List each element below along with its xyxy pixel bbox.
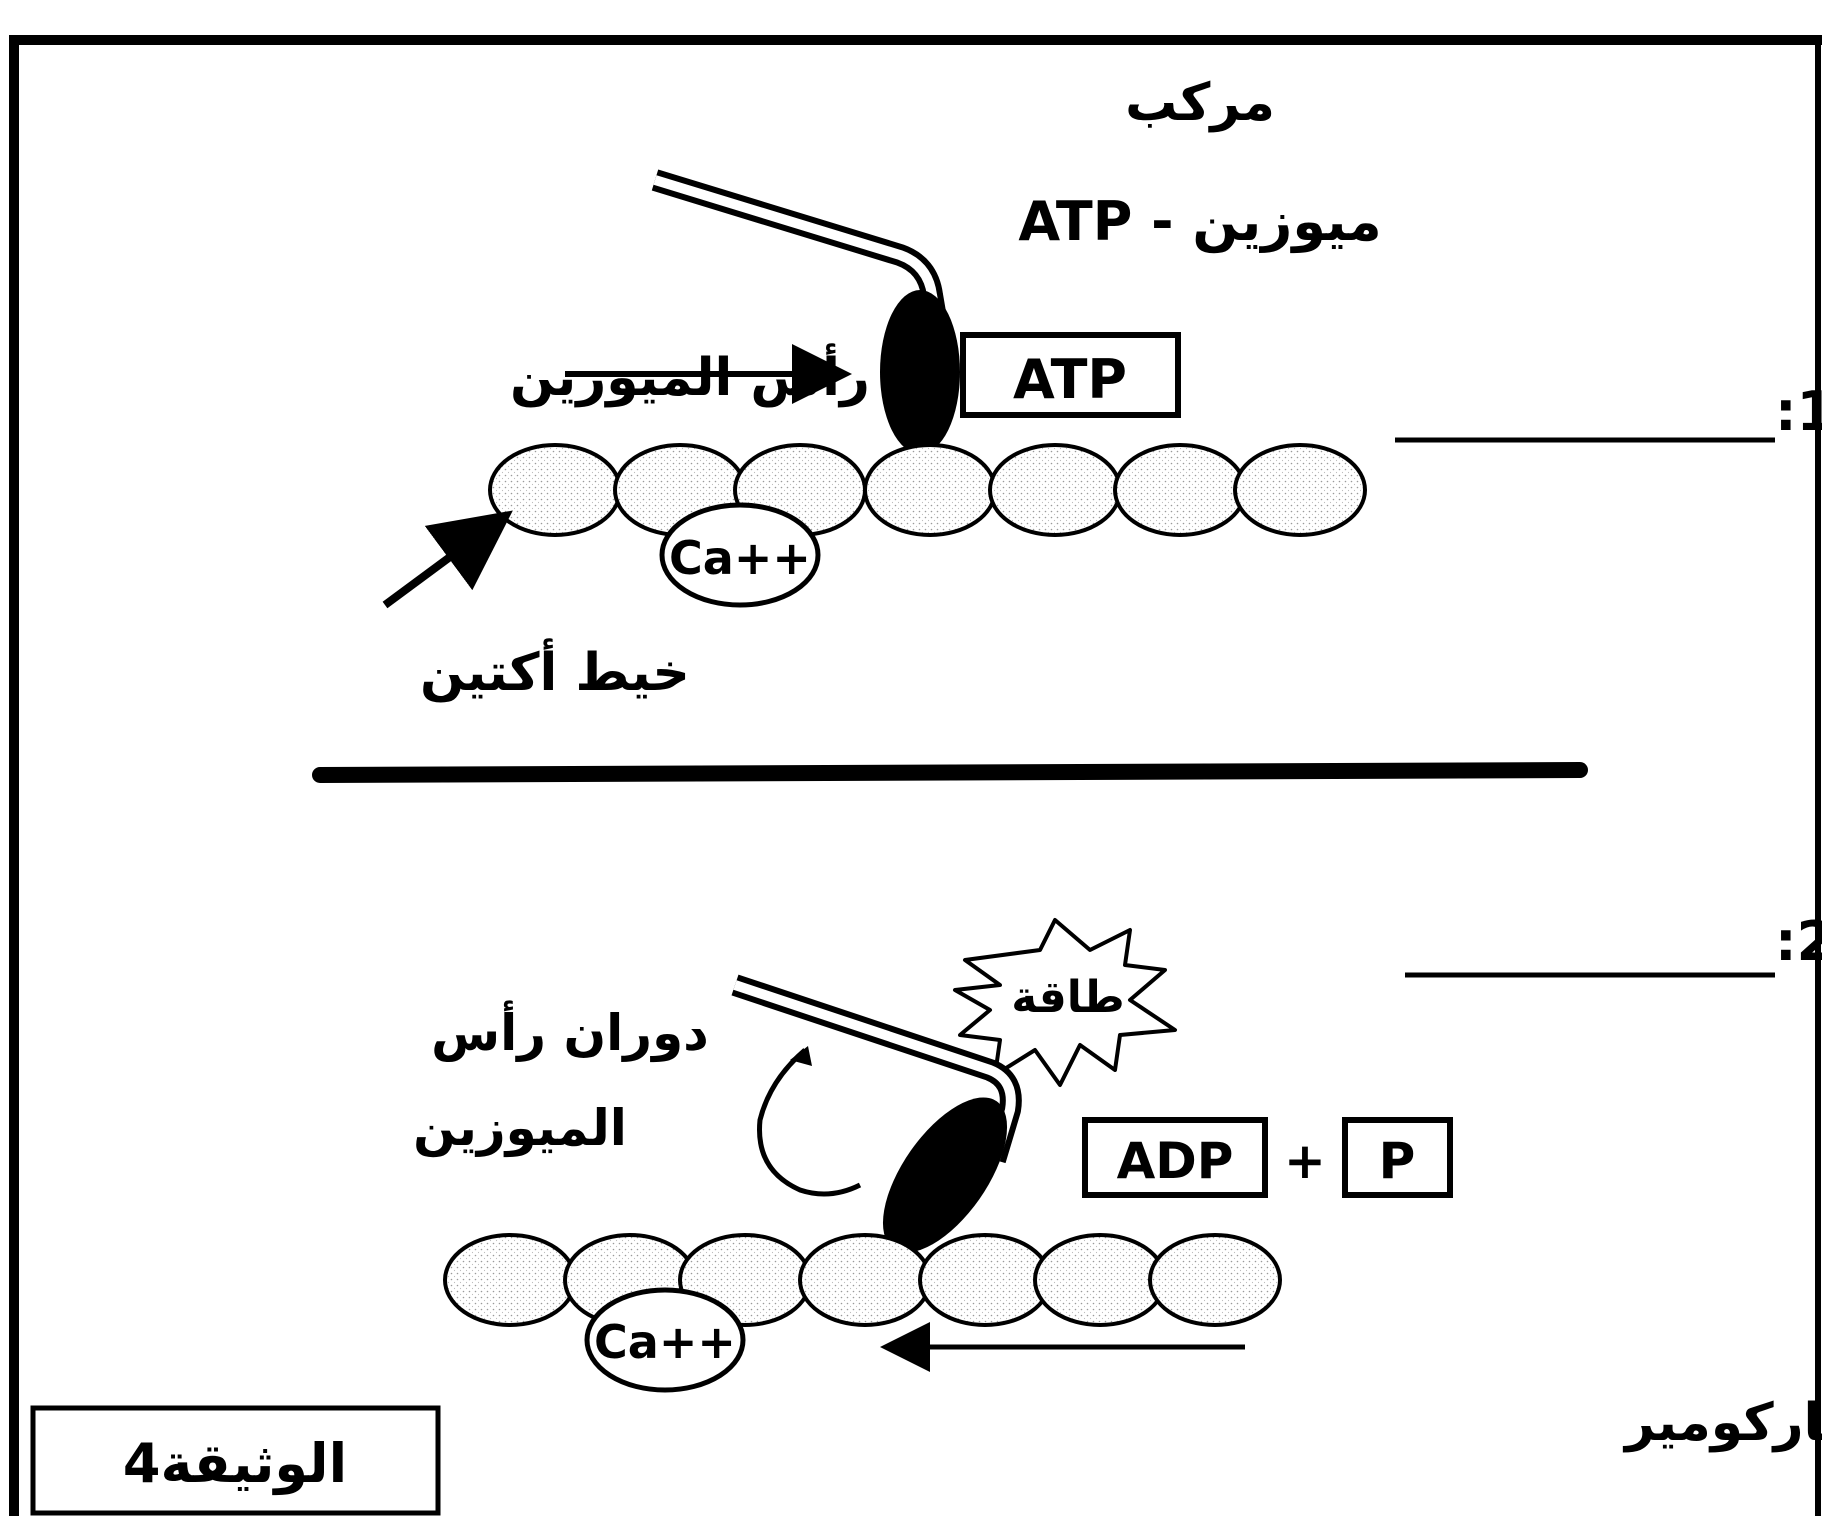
- p-box: [1342, 1117, 1453, 1198]
- document-frame: [9, 35, 1822, 1516]
- actin-label: خيط أكتين: [420, 638, 690, 703]
- atp-box: [960, 332, 1181, 418]
- plus-sign: +: [1284, 1132, 1326, 1190]
- calcium-ion-1: [659, 502, 821, 608]
- complex-label-line-2: ميوزين - ATP: [1018, 190, 1381, 253]
- energy-burst: [953, 918, 1177, 1087]
- actin-bead: [1233, 443, 1367, 537]
- document-label-box: [30, 1405, 441, 1516]
- complex-label-line-1: مركب: [1125, 73, 1275, 133]
- adp-box-label: ADP: [1117, 1132, 1234, 1190]
- actin-filament-1: [488, 443, 1367, 537]
- p-box-label: P: [1379, 1132, 1416, 1190]
- adp-box: [1082, 1117, 1268, 1198]
- actin-arrow: [382, 510, 513, 609]
- actin-bead: [918, 1233, 1052, 1327]
- calcium-ion-1-label: Ca++: [669, 531, 811, 585]
- rotation-label-line-2: الميوزين: [413, 1099, 627, 1158]
- actin-bead: [798, 1233, 932, 1327]
- movement-caption: تحرك الأكتين نحو مركز الساركومير: [1622, 1390, 1822, 1453]
- stage-divider: [312, 762, 1588, 783]
- stage-2: المرحلة 2: طاقة دوران رأس الميوزين ADP +…: [413, 910, 1822, 1453]
- rotation-arrow: [757, 1048, 862, 1197]
- document-label: الوثيقة4: [123, 1432, 347, 1495]
- actin-bead: [1148, 1233, 1282, 1327]
- rotation-arrowhead: [790, 1046, 812, 1066]
- energy-label: طاقة: [1011, 972, 1124, 1023]
- actin-bead: [1113, 443, 1247, 537]
- rotation-label-line-1: دوران رأس: [431, 1000, 709, 1063]
- stage-1-title: المرحلة 1:: [1775, 380, 1822, 443]
- myosin-tail-2-inner: [733, 980, 1016, 1162]
- calcium-ion-2-label: Ca++: [594, 1315, 736, 1369]
- actin-bead: [1033, 1233, 1167, 1327]
- actin-bead: [488, 443, 622, 537]
- stage-1: المرحلة 1: مركب ميوزين - ATP ATP رأس الم…: [382, 73, 1822, 703]
- calcium-ion-2: [584, 1287, 746, 1393]
- stage-2-title: المرحلة 2:: [1775, 910, 1822, 973]
- actin-bead: [988, 443, 1122, 537]
- actin-bead: [863, 443, 997, 537]
- atp-box-label: ATP: [1013, 348, 1127, 411]
- actin-bead: [443, 1233, 577, 1327]
- myosin-head-1: [880, 290, 960, 454]
- myosin-head-2: [882, 1097, 1008, 1253]
- actin-filament-2: [443, 1233, 1282, 1327]
